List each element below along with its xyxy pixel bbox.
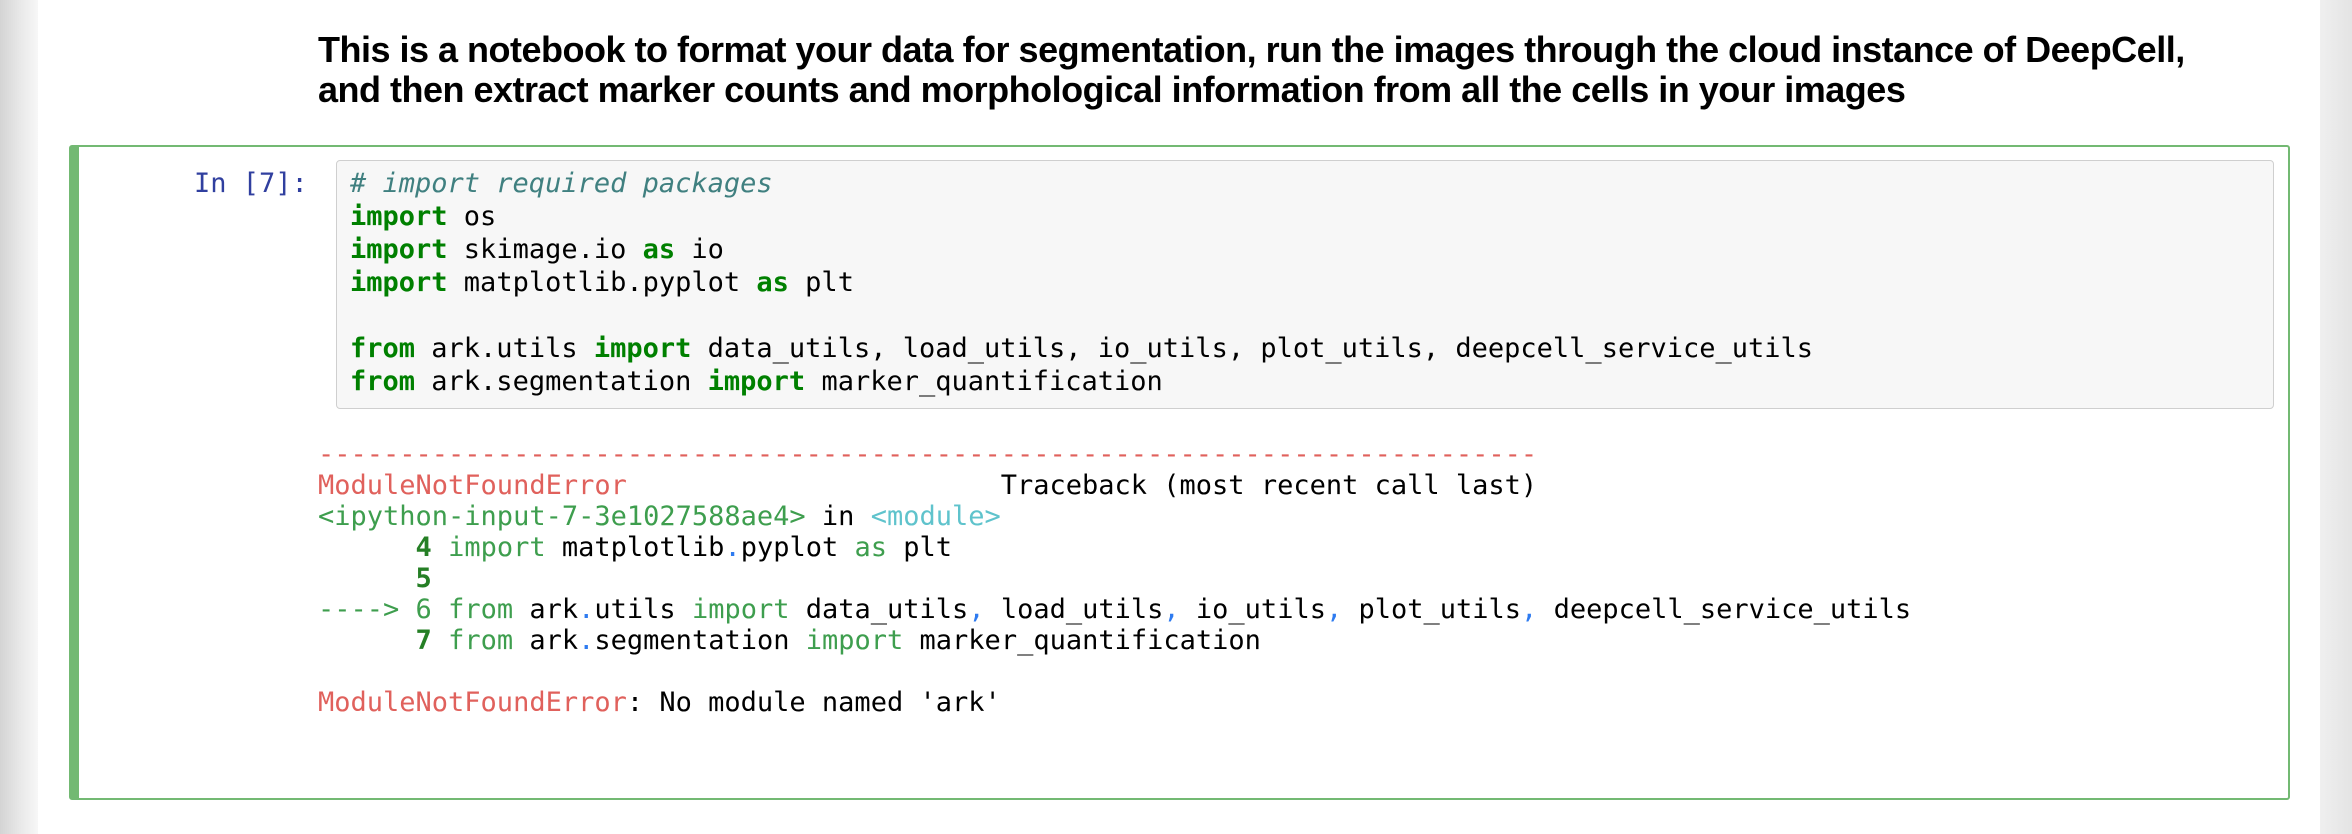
- markdown-cell[interactable]: This is a notebook to format your data f…: [318, 30, 2185, 110]
- code-line: 4 import matplotlib.pyplot as plt: [415, 532, 953, 563]
- window-right-edge: [2320, 0, 2352, 834]
- code-line: [318, 656, 2274, 687]
- code-line: <ipython-input-7-3e1027588ae4> in <modul…: [318, 501, 1001, 532]
- cell-output-traceback: ----------------------------------------…: [318, 439, 2274, 718]
- code-line: 7 from ark.segmentation import marker_qu…: [415, 625, 1261, 656]
- code-line: from ark.utils import data_utils, load_u…: [350, 333, 1814, 364]
- markdown-header-line-1: This is a notebook to format your data f…: [318, 29, 2185, 70]
- markdown-header-line-2: and then extract marker counts and morph…: [318, 69, 1906, 110]
- code-line: 5: [415, 563, 432, 594]
- code-line: ModuleNotFoundError Traceback (most rece…: [318, 470, 1538, 501]
- input-prompt: In [7]:: [193, 168, 324, 199]
- code-line: # import required packages: [350, 168, 773, 199]
- code-line: import skimage.io as io: [350, 234, 724, 265]
- code-line: ----> 6 from ark.utils import data_utils…: [318, 594, 1912, 625]
- window-left-edge: [0, 0, 38, 834]
- code-line: ----------------------------------------…: [318, 439, 1538, 470]
- code-line: import os: [350, 201, 497, 232]
- code-line: ModuleNotFoundError: No module named 'ar…: [318, 687, 1001, 718]
- code-line: import matplotlib.pyplot as plt: [350, 267, 854, 298]
- code-line: [350, 299, 2265, 332]
- code-line: from ark.segmentation import marker_quan…: [350, 366, 1163, 397]
